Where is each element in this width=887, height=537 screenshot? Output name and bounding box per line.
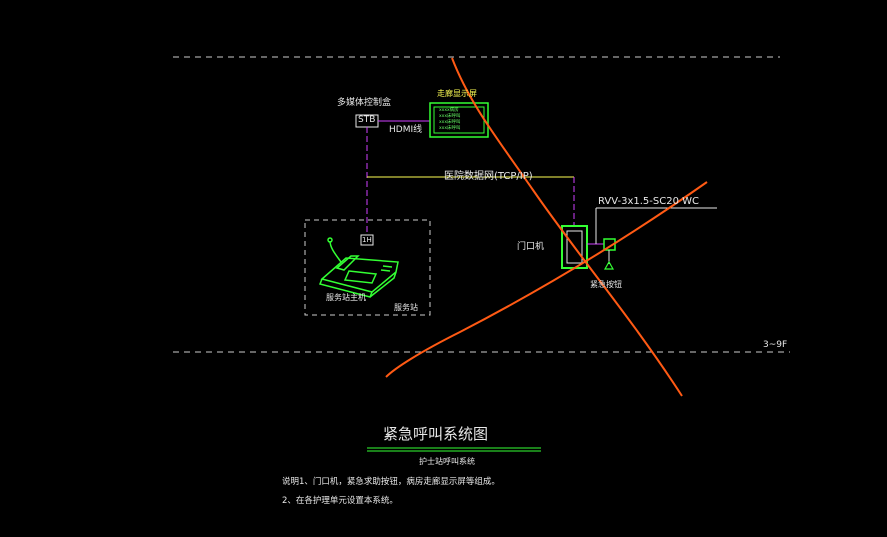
door-unit-inner: [566, 230, 583, 264]
stb-label: STB: [358, 115, 376, 125]
cross-out-line-1: [451, 57, 683, 397]
note-line-1: 说明1、门口机，紧急求助按钮，病房走廊显示屏等组成。: [282, 477, 500, 487]
diagram-subtitle: 护士站呼叫系统: [419, 457, 475, 466]
display-line-1: xxxx病房: [439, 108, 459, 113]
host-code-label: 1H: [362, 236, 372, 244]
note-line-2: 2、在各护理单元设置本系统。: [282, 496, 398, 506]
display-title-label: 走廊显示屏: [437, 89, 477, 98]
host-code-box: [360, 234, 374, 246]
service-host-label: 服务站主机: [326, 293, 366, 302]
emergency-button-label: 紧急按钮: [590, 280, 622, 289]
display-line-4: xxx床呼叫: [439, 126, 461, 131]
diagram-title: 紧急呼叫系统图: [383, 425, 489, 443]
network-label: 医院数据网(TCP/IP): [444, 171, 533, 182]
emergency-button-base: [603, 260, 615, 270]
hdmi-label: HDMI线: [389, 125, 423, 135]
service-host-device: [318, 237, 399, 298]
service-station-box: [304, 219, 431, 316]
corridor-display: [429, 102, 489, 138]
cable-spec-label: RVV-3x1.5-SC20 WC: [598, 196, 700, 207]
cross-out-line-2: [385, 181, 708, 378]
display-line-2: xxx床呼叫: [439, 114, 461, 119]
service-station-label: 服务站: [394, 303, 418, 312]
floor-label: 3~9F: [763, 340, 788, 350]
control-box-label: 多媒体控制盒: [337, 98, 392, 108]
display-line-3: xxx床呼叫: [439, 120, 461, 125]
door-unit-label: 门口机: [517, 242, 545, 252]
